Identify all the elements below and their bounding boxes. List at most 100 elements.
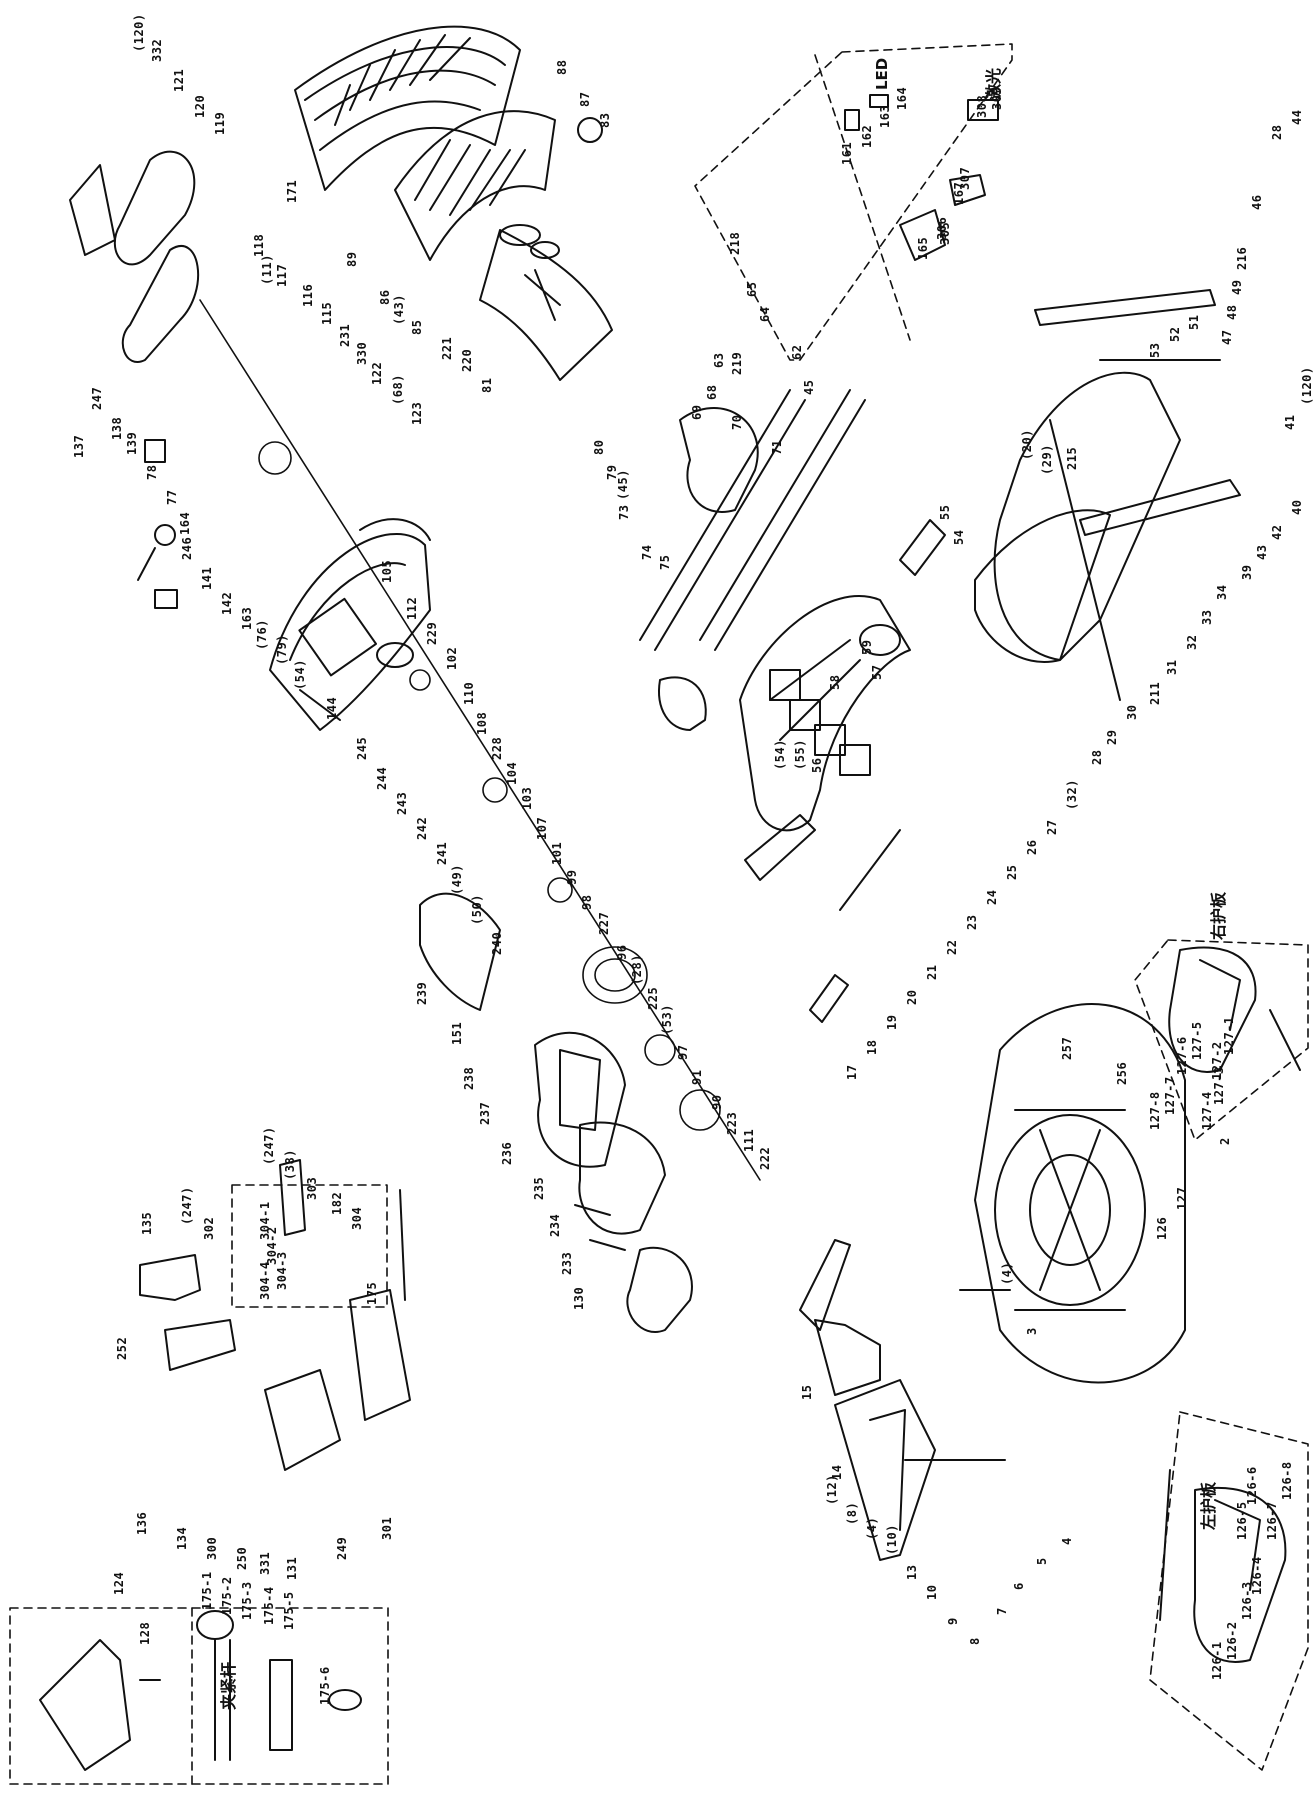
part-label: 122	[370, 361, 384, 385]
part-label: 182	[330, 1191, 344, 1215]
part-label: 69	[690, 404, 704, 420]
part-label: (29)	[1040, 444, 1054, 475]
part-label: 175-2	[220, 1576, 234, 1615]
table-inserts	[799, 1239, 881, 1396]
part-label: 219	[730, 351, 744, 375]
part-label: 126	[1155, 1216, 1169, 1240]
part-label: 26	[1025, 839, 1039, 855]
part-label: 163	[878, 104, 892, 128]
part-label: (8)	[845, 1501, 859, 1525]
part-label: 246	[180, 536, 194, 560]
part-label: 102	[445, 646, 459, 670]
part-label: 9	[946, 1617, 960, 1625]
part-label: 18	[865, 1039, 879, 1055]
part-label: 68	[705, 384, 719, 400]
part-label: 99	[565, 869, 579, 885]
part-label: 44	[1290, 109, 1304, 125]
part-label: 54	[952, 529, 966, 545]
part-label: 97	[676, 1044, 690, 1060]
part-label: 116	[301, 283, 315, 307]
part-label: 117	[275, 263, 289, 287]
part-label: 111	[742, 1128, 756, 1152]
laser-module-box	[694, 43, 1013, 361]
part-label: 142	[220, 591, 234, 615]
part-label: 74	[640, 544, 654, 560]
dust-bag-drawing	[39, 1639, 161, 1771]
part-label: 136	[135, 1511, 149, 1535]
laser-parts	[844, 94, 999, 261]
part-label: 59	[860, 639, 874, 655]
part-label: 98	[580, 894, 594, 910]
part-label: 110	[462, 681, 476, 705]
blade-guard-lower	[394, 110, 603, 261]
part-label: 108	[475, 711, 489, 735]
right-guard-box	[1134, 939, 1309, 1141]
part-label: 126-4	[1250, 1556, 1264, 1595]
part-label: 241	[435, 841, 449, 865]
part-label: 138	[110, 416, 124, 440]
part-label: 45	[802, 379, 816, 395]
part-label: 175-4	[262, 1586, 276, 1625]
part-label: 124	[112, 1571, 126, 1595]
part-label: 42	[1270, 524, 1284, 540]
part-label: 33	[1200, 609, 1214, 625]
clamp-rod-drawing	[196, 1610, 362, 1761]
part-label: 242	[415, 816, 429, 840]
part-label: (32)	[1065, 779, 1079, 810]
part-label: 127-3	[1212, 1066, 1226, 1105]
part-label: 220	[460, 348, 474, 372]
part-label: 221	[440, 336, 454, 360]
part-label: 120	[193, 94, 207, 118]
part-label: 6	[1012, 1582, 1026, 1590]
part-label: 331	[258, 1551, 272, 1575]
part-label: 123	[410, 401, 424, 425]
part-label: 80	[592, 439, 606, 455]
part-label: 31	[1165, 659, 1179, 675]
part-label: 162	[860, 124, 874, 148]
part-label: 302	[202, 1216, 216, 1240]
part-label: (49)	[450, 864, 464, 895]
bevel-lock-levers	[744, 519, 946, 1023]
part-label: 47	[1220, 329, 1234, 345]
slide-rails	[639, 389, 866, 731]
led-annotation: LED	[873, 57, 891, 90]
part-label: 141	[200, 566, 214, 590]
part-label: 27	[1045, 819, 1059, 835]
part-label: 103	[520, 786, 534, 810]
part-label: 127-8	[1148, 1091, 1162, 1130]
part-label: 29	[1105, 729, 1119, 745]
part-label: (76)	[255, 619, 269, 650]
support-bracket-parts	[139, 1159, 411, 1471]
part-label: 119	[213, 111, 227, 135]
part-label: 88	[555, 59, 569, 75]
part-label: 48	[1225, 304, 1239, 320]
part-label: 164	[895, 86, 909, 110]
part-label: 57	[870, 664, 884, 680]
part-label: 300	[205, 1536, 219, 1560]
part-label: 126-7	[1265, 1501, 1279, 1540]
part-label: 130	[572, 1286, 586, 1310]
part-label: 256	[1115, 1061, 1129, 1085]
part-label: 53	[1148, 342, 1162, 358]
part-label: 78	[145, 464, 159, 480]
part-label: (4)	[1000, 1261, 1014, 1285]
part-label: 127-7	[1163, 1076, 1177, 1115]
drive-shaft-parts	[199, 299, 761, 1181]
part-label: 87	[578, 91, 592, 107]
part-label: 211	[1148, 681, 1162, 705]
part-label: 49	[1230, 279, 1244, 295]
part-label: 90	[710, 1094, 724, 1110]
part-label: 86	[378, 289, 392, 305]
part-label: 5	[1035, 1557, 1049, 1565]
part-label: 151	[450, 1021, 464, 1045]
blade-cover-plate	[479, 224, 613, 381]
part-label: 20	[905, 989, 919, 1005]
part-label: 21	[925, 964, 939, 980]
part-label: 233	[560, 1251, 574, 1275]
part-label: 164	[178, 511, 192, 535]
clamp-rod-annotation: 夹紧杆	[219, 1661, 238, 1710]
part-label: 75	[658, 554, 672, 570]
right-guard-annotation: 右护板	[1209, 891, 1228, 940]
